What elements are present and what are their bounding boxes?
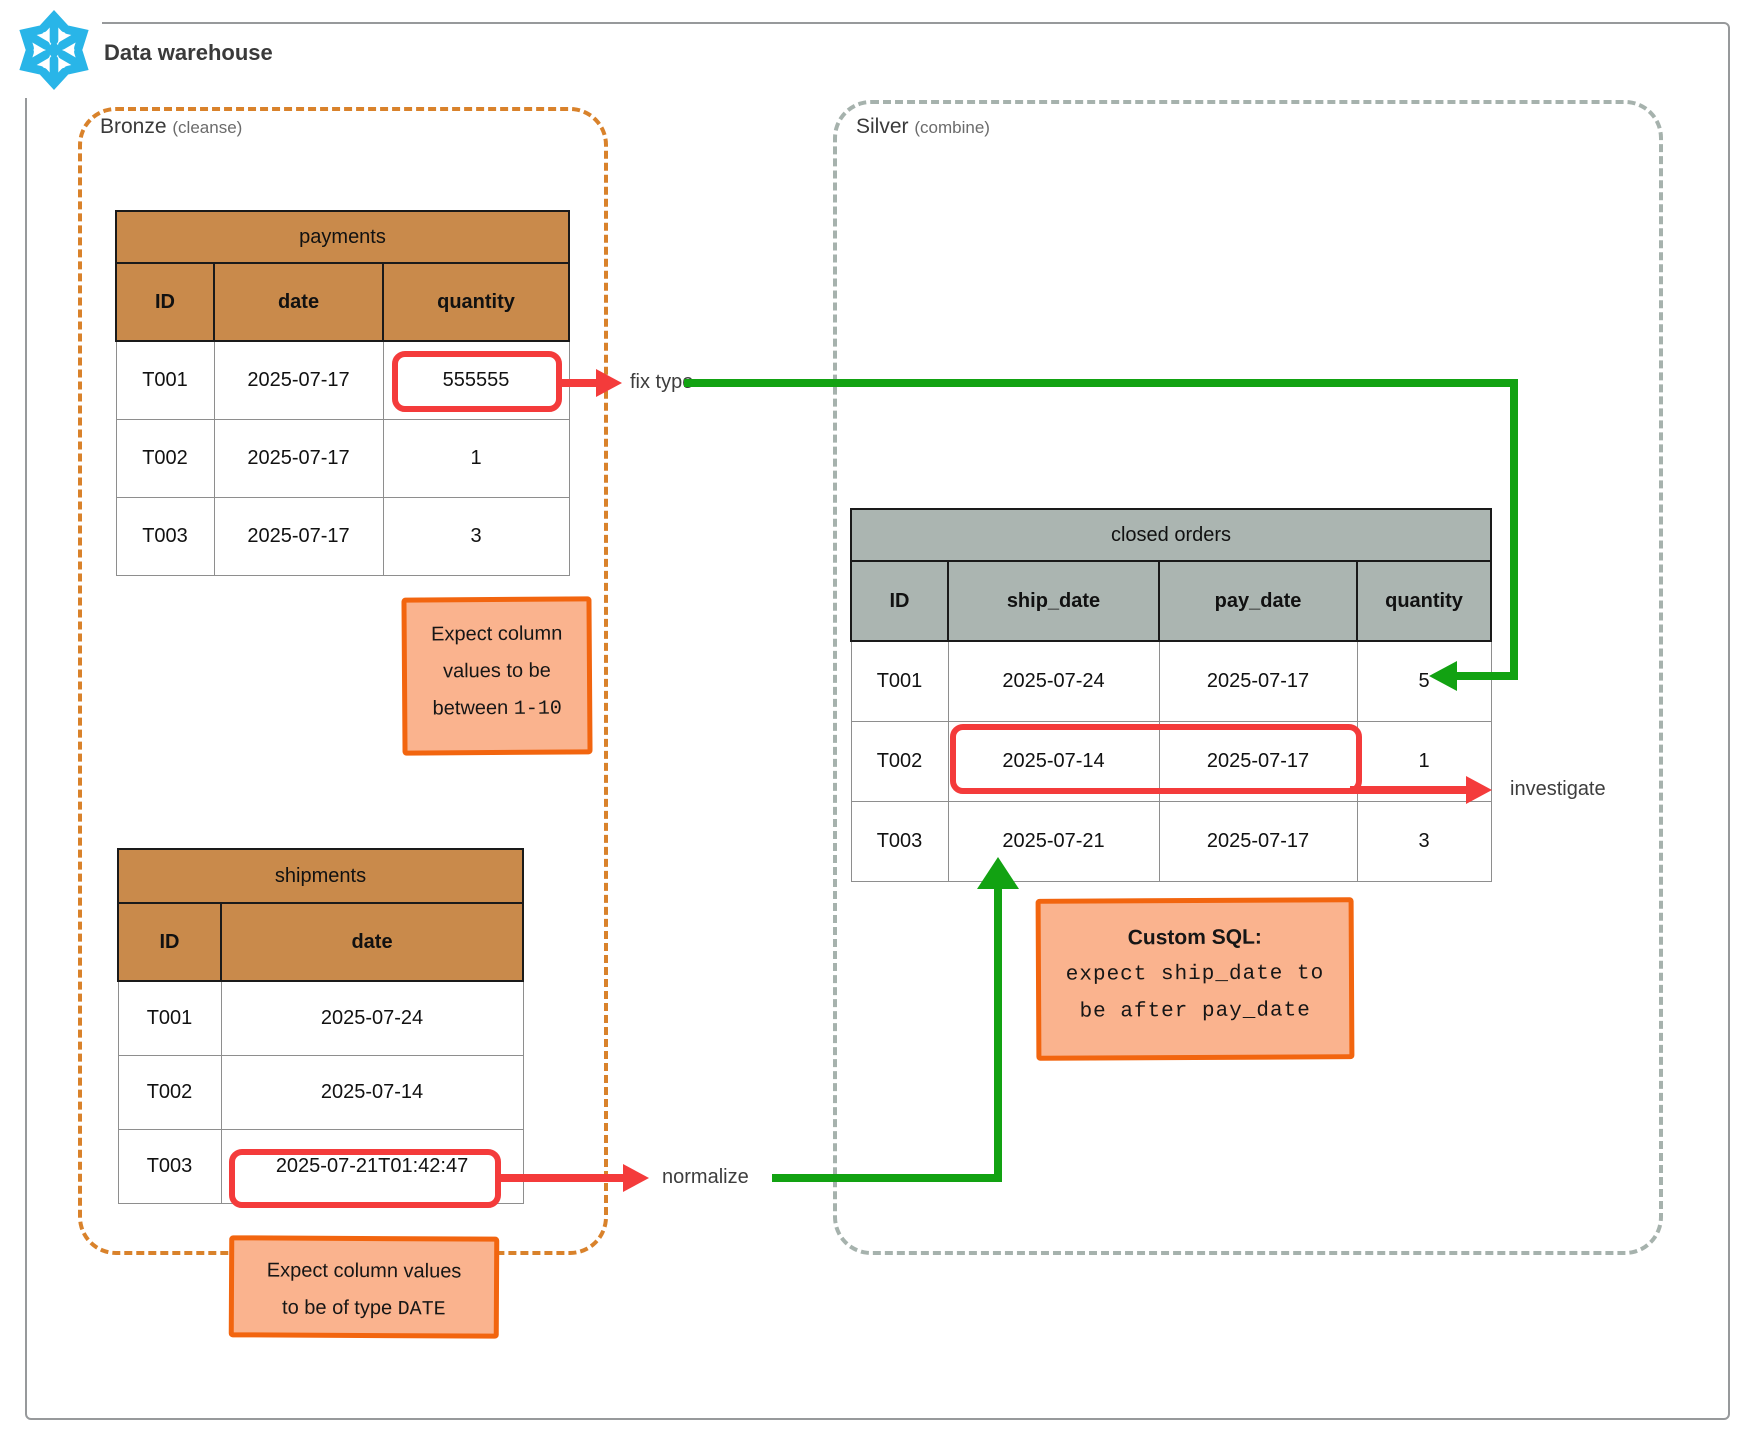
table-row: T002 2025-07-17 1 bbox=[115, 418, 570, 498]
fix-typo-green-line-into-cell bbox=[1456, 672, 1518, 680]
table-row: T001 2025-07-24 bbox=[117, 980, 524, 1056]
note-code: be after pay_date bbox=[1079, 999, 1311, 1024]
error-highlight-date-order bbox=[950, 724, 1362, 794]
table-cell: T002 bbox=[115, 418, 215, 498]
note-title: Custom SQL: bbox=[1127, 925, 1262, 950]
table-row: T003 2025-07-17 3 bbox=[115, 496, 570, 576]
note-code: DATE bbox=[397, 1298, 446, 1322]
table-cell: 2025-07-17 bbox=[213, 418, 384, 498]
table-cell: 5 bbox=[1356, 640, 1492, 722]
table-cell: 2025-07-17 bbox=[213, 496, 384, 576]
normalize-red-line bbox=[499, 1174, 625, 1182]
table-cell: 1 bbox=[382, 418, 570, 498]
page-title: Data warehouse bbox=[104, 40, 273, 65]
note-line: to be of type DATE bbox=[282, 1296, 446, 1322]
table-row: T003 2025-07-21 2025-07-17 3 bbox=[850, 800, 1492, 882]
shipments-col-date: date bbox=[220, 902, 524, 982]
table-cell: 2025-07-14 bbox=[220, 1054, 524, 1130]
note-line: values to be bbox=[442, 659, 551, 683]
table-cell: 2025-07-17 bbox=[213, 340, 384, 420]
payments-col-quantity: quantity bbox=[381, 262, 571, 342]
table-cell: 2025-07-17 bbox=[1158, 640, 1358, 722]
bronze-zone-name: Bronze bbox=[100, 115, 167, 138]
fix-typo-green-arrowhead-icon bbox=[1429, 661, 1457, 691]
payments-col-id: ID bbox=[115, 262, 215, 342]
closed-orders-col-ship-date: ship_date bbox=[947, 560, 1160, 642]
payments-table: payments ID date quantity T001 2025-07-1… bbox=[114, 210, 571, 576]
fix-typo-green-line-vertical bbox=[1510, 379, 1518, 680]
normalize-green-line-horizontal bbox=[772, 1174, 1002, 1182]
note-date-type: Expect column values to be of type DATE bbox=[228, 1235, 500, 1339]
snowflake-icon bbox=[6, 2, 102, 98]
table-cell: 3 bbox=[1356, 800, 1492, 882]
table-cell: T003 bbox=[115, 496, 215, 576]
bronze-zone-label: Bronze (cleanse) bbox=[100, 115, 242, 139]
table-row: T003 2025-07-21T01:42:47 bbox=[117, 1128, 524, 1204]
shipments-col-id: ID bbox=[117, 902, 222, 982]
payments-table-title: payments bbox=[114, 210, 571, 264]
table-row: T001 2025-07-24 2025-07-17 5 bbox=[850, 640, 1492, 722]
note-quantity-range: Expect column values to be between 1-10 bbox=[401, 596, 593, 756]
table-cell: 2025-07-21 bbox=[947, 800, 1160, 882]
table-cell: T003 bbox=[117, 1128, 222, 1204]
fix-typo-red-line bbox=[558, 379, 598, 387]
closed-orders-table-title: closed orders bbox=[850, 508, 1492, 562]
closed-orders-table: closed orders ID ship_date pay_date quan… bbox=[850, 508, 1492, 882]
closed-orders-col-quantity: quantity bbox=[1356, 560, 1492, 642]
fix-typo-label: fix typo bbox=[630, 371, 694, 393]
table-cell: T001 bbox=[850, 640, 949, 722]
silver-zone-subtitle: (combine) bbox=[914, 118, 990, 137]
fix-typo-red-arrowhead-icon bbox=[596, 369, 622, 397]
note-code: 1-10 bbox=[513, 697, 562, 721]
table-cell: T001 bbox=[117, 980, 222, 1056]
note-line: Expect column bbox=[431, 622, 563, 646]
table-cell: T001 bbox=[115, 340, 215, 420]
shipments-table: shipments ID date T001 2025-07-24 T002 2… bbox=[117, 848, 524, 1204]
note-code: expect ship_date to bbox=[1065, 962, 1325, 987]
note-custom-sql: Custom SQL: expect ship_date to be after… bbox=[1035, 897, 1355, 1061]
bronze-zone-subtitle: (cleanse) bbox=[172, 118, 243, 137]
fix-typo-green-line-horizontal bbox=[684, 379, 1518, 387]
silver-zone-name: Silver bbox=[856, 115, 909, 138]
normalize-label: normalize bbox=[662, 1166, 749, 1188]
investigate-label: investigate bbox=[1510, 778, 1606, 800]
closed-orders-col-id: ID bbox=[850, 560, 949, 642]
table-cell: T002 bbox=[850, 720, 949, 802]
normalize-red-arrowhead-icon bbox=[623, 1164, 649, 1192]
closed-orders-col-pay-date: pay_date bbox=[1158, 560, 1358, 642]
investigate-red-arrowhead-icon bbox=[1466, 776, 1492, 804]
table-cell: 2025-07-24 bbox=[220, 980, 524, 1056]
payments-col-date: date bbox=[213, 262, 384, 342]
table-cell: 2025-07-24 bbox=[947, 640, 1160, 722]
note-line: Expect column values bbox=[266, 1259, 462, 1283]
normalize-green-line-vertical bbox=[994, 888, 1002, 1182]
table-cell: 3 bbox=[382, 496, 570, 576]
shipments-table-title: shipments bbox=[117, 848, 524, 904]
table-cell: 2025-07-17 bbox=[1158, 800, 1358, 882]
error-highlight-quantity-typo bbox=[392, 351, 562, 412]
silver-zone-label: Silver (combine) bbox=[856, 115, 990, 139]
table-cell: 2025-07-21T01:42:47 bbox=[220, 1128, 524, 1204]
silver-zone bbox=[833, 100, 1663, 1255]
note-line: between 1-10 bbox=[432, 696, 562, 721]
investigate-red-line bbox=[1350, 786, 1468, 794]
error-highlight-datetime bbox=[229, 1149, 501, 1208]
table-cell: T002 bbox=[117, 1054, 222, 1130]
normalize-green-arrowhead-icon bbox=[977, 857, 1019, 889]
table-row: T002 2025-07-14 bbox=[117, 1054, 524, 1130]
table-cell: T003 bbox=[850, 800, 949, 882]
warehouse-frame bbox=[25, 22, 1730, 1420]
